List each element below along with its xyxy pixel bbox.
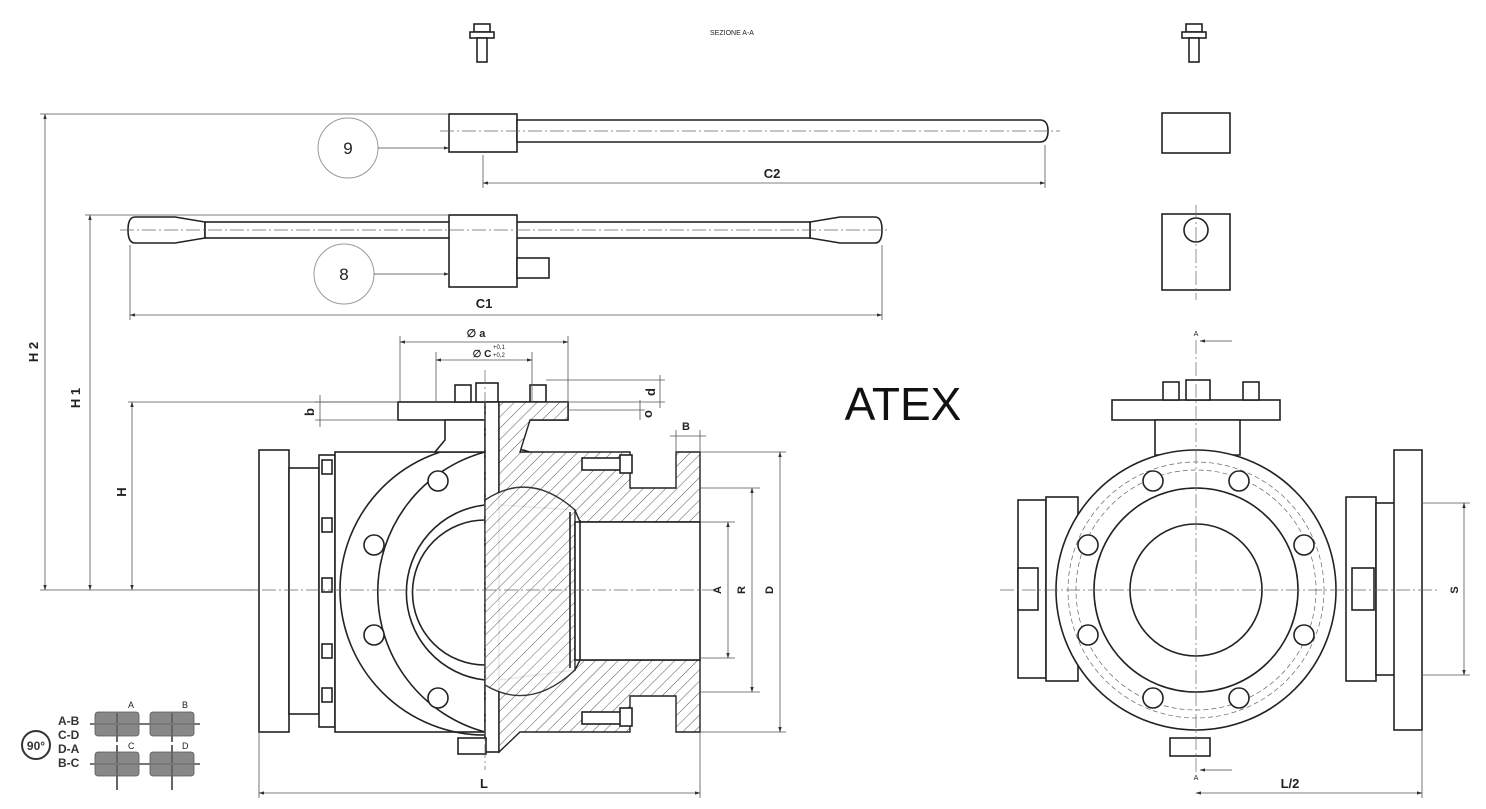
dim-dia-c-tol-plus: +0,1 [493, 345, 506, 351]
dim-o-label: o [640, 410, 655, 418]
rotation-90-icon [21, 730, 51, 760]
dimension-o-small: o [568, 400, 655, 420]
top-bolt-right [1181, 23, 1207, 63]
dim-r-label: R [736, 586, 748, 594]
atex-badge: ATEX [845, 378, 962, 430]
dim-flange-b-label: B [682, 421, 690, 433]
top-bolt-left [469, 23, 495, 63]
section-title: SEZIONE A-A [710, 30, 754, 37]
lever-handle-double [120, 214, 890, 288]
dim-l-label: L [480, 776, 488, 791]
bubble-item-8: 8 [313, 243, 450, 305]
dim-s-label: S [1449, 586, 1461, 593]
dimension-r: R [700, 487, 760, 693]
legend-row-4: B-C [58, 756, 80, 770]
flow-icon-c-label: C [128, 741, 135, 751]
flow-icon-a-label: A [128, 700, 134, 710]
section-marker-bottom-label: A [1194, 775, 1199, 782]
flow-legend: 90° A-B C-D D-A B-C A B C D [21, 700, 200, 790]
section-marker-top: A [1194, 331, 1232, 343]
rotation-label: 90° [27, 739, 45, 753]
dim-dd-label: D [764, 586, 776, 594]
dim-a-label: A [712, 586, 724, 594]
side-view-handle-long [1161, 112, 1231, 154]
dimension-d-small: d [546, 375, 665, 408]
dim-h-label: H [114, 487, 129, 496]
bubble-9-label: 9 [343, 139, 352, 158]
valve-body-side [1000, 340, 1440, 775]
dimension-s: S [1422, 502, 1470, 676]
dimension-h2: H 2 [26, 113, 449, 591]
legend-row-2: C-D [58, 728, 80, 742]
dim-h2-label: H 2 [26, 342, 41, 362]
section-marker-bottom: A [1194, 768, 1232, 782]
dimension-flange-b: B [670, 421, 706, 452]
flow-icon-c: C [90, 741, 145, 790]
dim-dia-c-label: ∅ C [473, 349, 492, 360]
side-view-handle-double [1161, 205, 1231, 300]
flow-icon-b: B [145, 700, 200, 742]
dim-b-label: b [302, 408, 317, 416]
dimension-h1: H 1 [68, 214, 449, 591]
legend-row-3: D-A [58, 742, 80, 756]
dimension-c1: C1 [129, 245, 883, 320]
bubble-8-label: 8 [339, 265, 348, 284]
dimension-dia-a: ∅ a [399, 328, 569, 402]
dim-l2-label: L/2 [1281, 776, 1300, 791]
dimension-b-small: b [302, 395, 398, 427]
dimension-d: D [700, 451, 786, 733]
dim-d-label: d [643, 388, 658, 396]
dimension-l-half: L/2 [1195, 730, 1423, 798]
dimension-c2: C2 [482, 145, 1046, 188]
lever-handle-long [440, 113, 1060, 153]
dim-h1-label: H 1 [68, 388, 83, 408]
flow-icon-d: D [145, 741, 200, 790]
dimension-a: A [700, 521, 735, 659]
bubble-item-9: 9 [317, 117, 450, 179]
dimension-l: L [258, 732, 701, 798]
dim-c1-label: C1 [476, 296, 493, 311]
flow-icon-b-label: B [182, 700, 188, 710]
dim-c2-label: C2 [764, 166, 781, 181]
flow-icon-a: A [90, 700, 145, 742]
section-marker-top-label: A [1194, 331, 1199, 338]
valve-body-front [240, 370, 720, 770]
dim-dia-a-label: ∅ a [467, 328, 487, 340]
legend-row-1: A-B [58, 714, 80, 728]
dimension-dia-c: ∅ C +0,1 +0,2 [435, 345, 533, 402]
dim-dia-c-tol-base: +0,2 [493, 353, 506, 359]
flow-icon-d-label: D [182, 741, 189, 751]
